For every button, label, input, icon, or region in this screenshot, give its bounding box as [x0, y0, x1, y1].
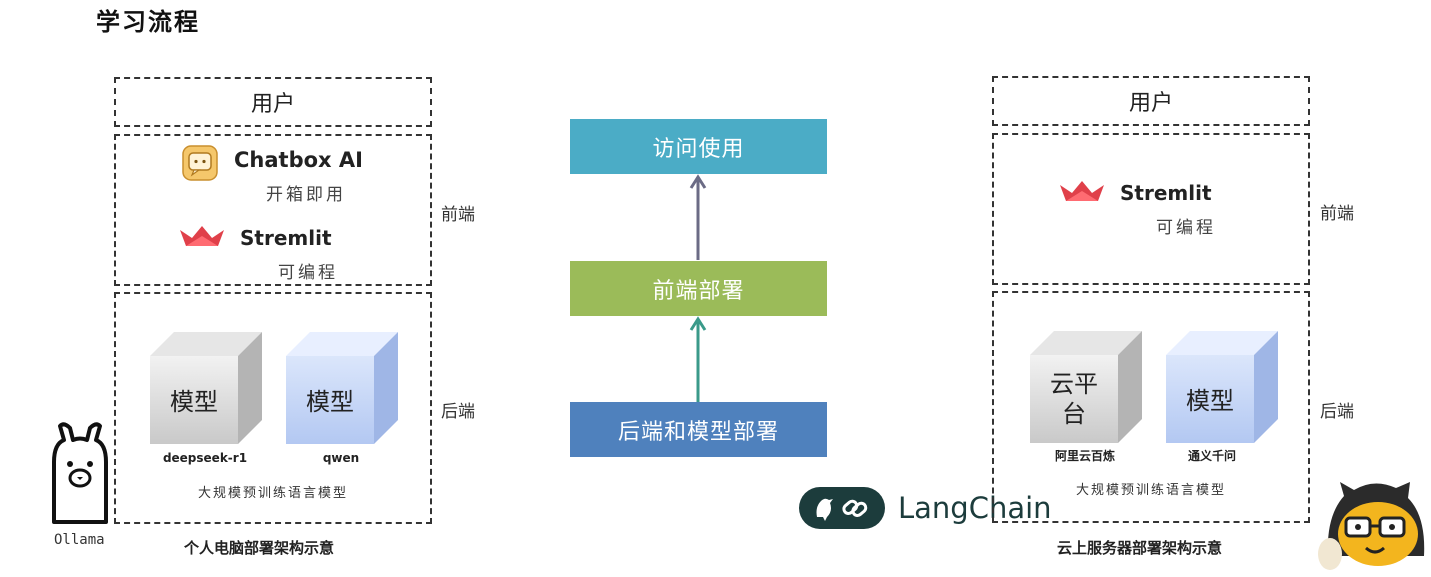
chatbox-subtitle: 开箱即用 [266, 185, 346, 205]
right-user-box: 用户 [992, 76, 1310, 126]
left-frontend-label: 前端 [441, 205, 475, 225]
right-cube-1-caption: 阿里云百炼 [1054, 449, 1115, 463]
right-cube-model: 模型 [1166, 331, 1280, 449]
right-streamlit-icon [1058, 179, 1106, 209]
langchain-logo-icon [799, 487, 885, 533]
left-backend-caption: 大规模预训练语言模型 [197, 486, 348, 501]
step-frontend-deploy: 前端部署 [570, 261, 827, 316]
streamlit-icon [178, 224, 226, 254]
streamlit-subtitle: 可编程 [278, 263, 338, 283]
step-access-use: 访问使用 [570, 119, 827, 174]
right-frontend-box: Stremlit 可编程 [992, 133, 1310, 285]
right-backend-label: 后端 [1320, 402, 1354, 422]
langchain-label: LangChain [898, 491, 1052, 525]
step-access-use-label: 访问使用 [652, 136, 745, 162]
chatbox-name: Chatbox AI [234, 148, 363, 172]
left-user-label: 用户 [250, 92, 295, 117]
right-frontend-label: 前端 [1320, 204, 1354, 224]
left-backend-box: 模型 deepseek-r1 模型 qwen 大规模预训练语言模型 [114, 292, 432, 524]
mascot-avatar [1318, 476, 1431, 577]
step-frontend-deploy-label: 前端部署 [652, 278, 745, 304]
arrow-backend-to-frontend [689, 316, 707, 402]
right-streamlit-subtitle: 可编程 [1156, 218, 1216, 238]
right-cube-2-caption: 通义千问 [1187, 449, 1236, 463]
ollama-label: Ollama [54, 532, 105, 548]
step-backend-model-deploy: 后端和模型部署 [570, 402, 827, 457]
left-cube-2-text: 模型 [306, 388, 354, 416]
right-bottom-caption: 云上服务器部署架构示意 [1057, 539, 1223, 557]
left-cube-2-caption: qwen [322, 451, 360, 465]
streamlit-name: Stremlit [240, 226, 332, 250]
left-cube-model-2: 模型 [286, 332, 400, 450]
left-user-box: 用户 [114, 77, 432, 127]
left-cube-1-text: 模型 [170, 388, 218, 416]
step-backend-model-deploy-label: 后端和模型部署 [617, 419, 779, 445]
right-cube-cloud-platform: 云平台 [1030, 331, 1144, 449]
chatbox-icon [182, 145, 218, 185]
right-streamlit-name: Stremlit [1120, 181, 1212, 205]
left-cube-model-1: 模型 [150, 332, 264, 450]
left-cube-1-caption: deepseek-r1 [162, 451, 248, 465]
llama-icon [40, 422, 120, 528]
arrow-frontend-to-access [689, 174, 707, 260]
left-frontend-box: Chatbox AI 开箱即用 Stremlit 可编程 [114, 134, 432, 286]
left-backend-label: 后端 [441, 402, 475, 422]
right-backend-box: 云平台 阿里云百炼 模型 通义千问 大规模预训练语言模型 [992, 291, 1310, 523]
right-backend-caption: 大规模预训练语言模型 [1075, 483, 1226, 498]
right-user-label: 用户 [1128, 91, 1173, 116]
right-cube-2-text: 模型 [1186, 387, 1234, 415]
right-cube-1-text: 云平台 [1050, 370, 1098, 428]
page-title: 学习流程 [96, 8, 200, 36]
left-bottom-caption: 个人电脑部署架构示意 [184, 539, 335, 557]
